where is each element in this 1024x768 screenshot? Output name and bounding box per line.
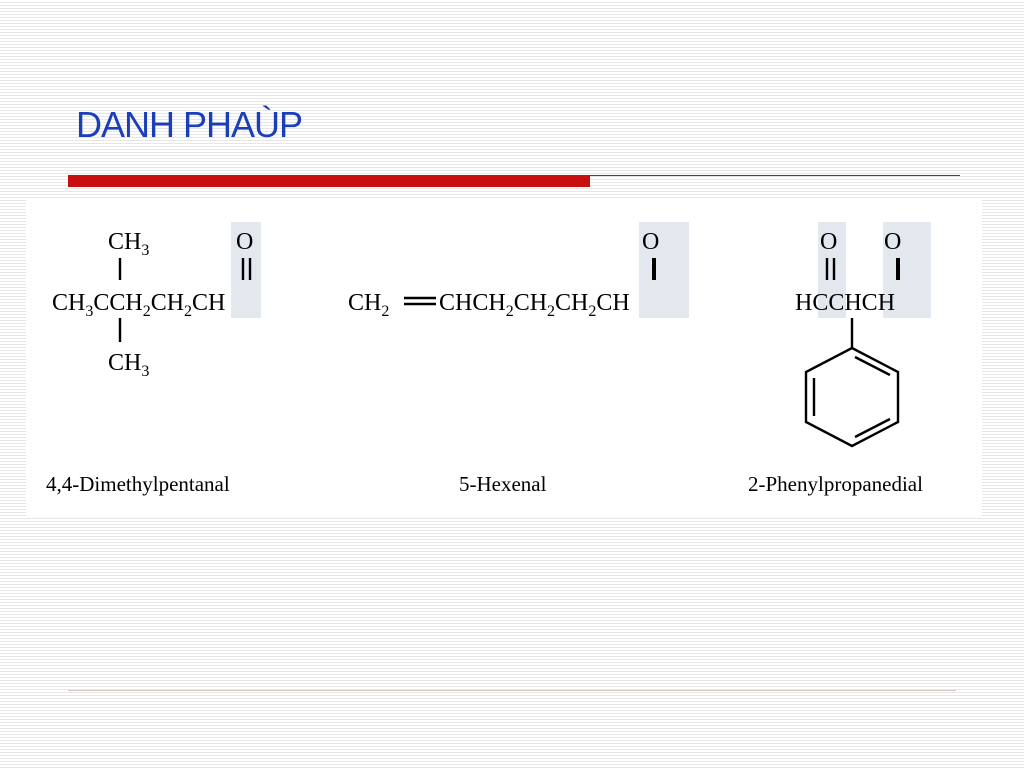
compound-2-left-chain: CH2 [348, 290, 389, 320]
compound-2-name: 5-Hexenal [459, 472, 547, 496]
compound-3: O O HCCHCH 2-Phenylpropanedial [748, 229, 923, 496]
compound-3-ring-inner-3 [854, 417, 891, 439]
highlight-aldehyde-2 [639, 222, 689, 318]
compound-3-name: 2-Phenylpropanedial [748, 472, 923, 496]
compound-1-name: 4,4-Dimethylpentanal [46, 472, 230, 496]
compound-2: O CH2 CHCH2CH2CH2CH 5-Hexenal [348, 229, 659, 496]
highlight-aldehyde-3b [883, 222, 931, 318]
title-underline-thin [590, 175, 960, 176]
compound-3-benzene-ring [804, 346, 900, 448]
structures-figure: CH3 O CH3CCH2CH2CH CH3 4,4-Dimethylpenta… [26, 200, 982, 518]
highlight-aldehyde-1 [231, 222, 261, 318]
footer-divider [68, 690, 956, 691]
compound-3-carbonyl-o2: O [884, 229, 901, 255]
compound-2-carbonyl-o: O [642, 229, 659, 255]
compound-1-main-chain: CH3CCH2CH2CH [52, 290, 225, 320]
title-underline-thick [68, 175, 590, 187]
compound-3-carbonyl-o1: O [820, 229, 837, 255]
compound-1-bottom-methyl: CH3 [108, 350, 149, 380]
compound-3-main-chain: HCCHCH [795, 290, 895, 316]
compound-1-carbonyl-o: O [236, 229, 253, 255]
highlight-aldehyde-3a [818, 222, 846, 318]
slide-title: DANH PHAÙP [76, 104, 303, 145]
compound-2-right-chain: CHCH2CH2CH2CH [439, 290, 630, 320]
structures-svg: CH3 O CH3CCH2CH2CH CH3 4,4-Dimethylpenta… [46, 222, 931, 496]
compound-1-top-methyl: CH3 [108, 229, 149, 259]
compound-1: CH3 O CH3CCH2CH2CH CH3 4,4-Dimethylpenta… [46, 229, 253, 496]
compound-3-ring-inner-2 [854, 355, 891, 377]
